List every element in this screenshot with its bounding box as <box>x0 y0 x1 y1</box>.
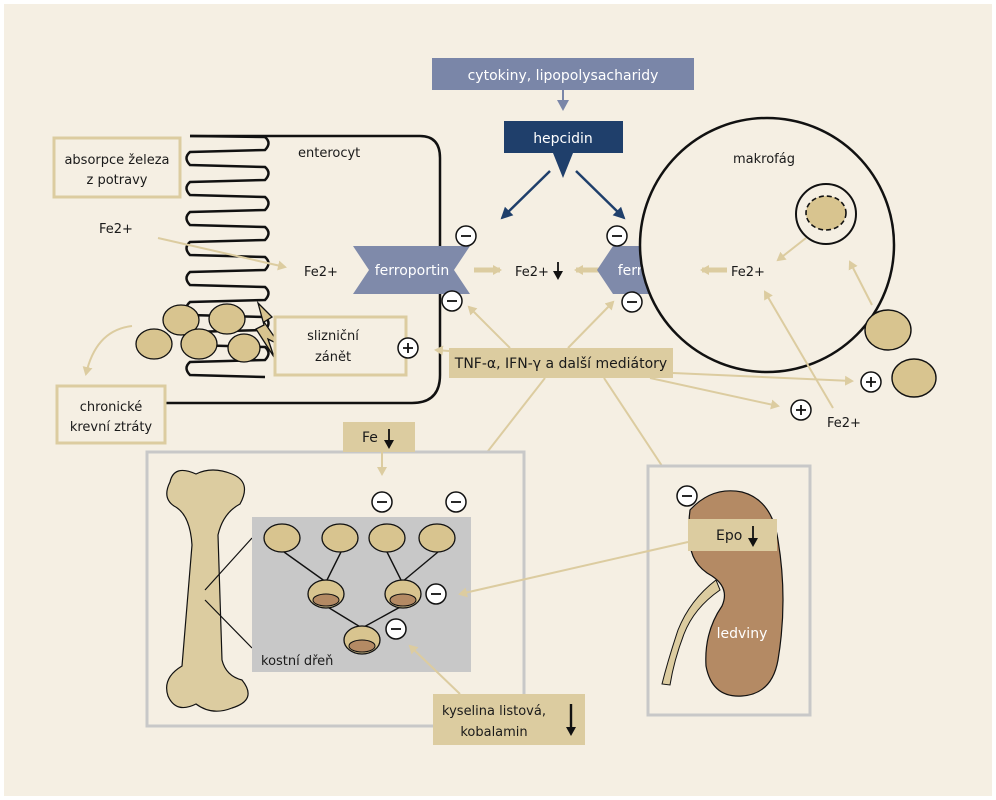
progenitor-cell <box>321 523 359 553</box>
red-cell <box>180 328 218 360</box>
phagosome-to-fe2-arrow <box>776 237 807 262</box>
bone-marrow-label: kostní dřeň <box>261 654 333 669</box>
bone-pointer-line <box>204 537 253 591</box>
precursor-cell-nucleus <box>389 593 417 607</box>
progenitor-cell <box>263 523 301 553</box>
folate-to-marrow-arrow <box>408 644 461 695</box>
mediators-label: TNF-α, IFN-γ a další mediátory <box>454 356 667 372</box>
iron-absorption-label-line1: absorpce železa <box>64 153 169 168</box>
hepcidin-label: hepcidin <box>533 131 593 147</box>
hepcidin-to-left-ferroportin-arrow <box>500 170 551 220</box>
blood-loss-arrow <box>82 325 133 376</box>
red-cell <box>135 328 173 360</box>
red-cell-engulfing-arrow <box>848 260 873 306</box>
precursor-cell-nucleus <box>312 593 340 607</box>
fe2-lower-right-label: Fe2+ <box>827 416 861 431</box>
fe-low-box <box>343 422 415 452</box>
fe-low-label: Fe <box>362 430 378 446</box>
hepcidin-to-right-ferroportin-arrow <box>575 170 626 220</box>
lineage-line <box>401 551 439 583</box>
progenitor-cell <box>418 523 456 553</box>
lightning-icon <box>255 300 281 358</box>
cytokines-box <box>432 58 694 90</box>
ureter <box>661 579 721 686</box>
kidney-label: ledviny <box>717 626 768 642</box>
enterocyte-label: enterocyt <box>298 146 360 161</box>
plus-glyph <box>866 377 876 387</box>
mucosal-inflammation-label-line2: zánět <box>315 350 351 365</box>
macrophage-label: makrofág <box>733 152 795 167</box>
epo-label: Epo <box>716 528 742 544</box>
erythropoiesis-tree <box>283 551 439 629</box>
epo-to-marrow-arrow <box>458 541 689 598</box>
fe2-center-label: Fe2+ <box>515 265 549 280</box>
lineage-line <box>386 551 403 583</box>
iron-absorption-box <box>52 136 182 199</box>
fe2-input-label: Fe2+ <box>99 222 133 237</box>
fe2-to-macrophage-arrow <box>763 290 834 409</box>
femur-bone <box>166 469 249 712</box>
hepcidin-down-arrowhead <box>553 153 573 178</box>
erythroblast-nucleus <box>348 639 376 653</box>
lineage-line <box>325 551 342 583</box>
folate-cobalamin-label-line1: kyselina listová, <box>442 704 546 719</box>
red-cell <box>227 333 261 363</box>
red-cell <box>208 303 246 335</box>
epo-box <box>688 519 777 551</box>
iron-absorption-label-line2: z potravy <box>87 173 148 188</box>
plus-glyph <box>796 405 806 415</box>
mediators-to-right-ferroportin-arrow <box>567 300 615 349</box>
folate-cobalamin-box <box>433 694 585 745</box>
ferroportin-left-shape <box>353 246 470 294</box>
chronic-blood-loss-label-line2: krevní ztráty <box>70 420 153 435</box>
mediators-to-inflammation-arrow <box>434 345 450 356</box>
lineage-line <box>361 605 403 629</box>
macrophage-cell <box>638 116 896 374</box>
mediators-to-macrophage-plus-arrow <box>672 372 854 386</box>
phagocytosed-red-cell <box>805 195 847 231</box>
cytokines-label: cytokiny, lipopolysacharidy <box>468 68 659 84</box>
fe2-into-enterocyte-arrow <box>157 237 287 271</box>
mucosal-inflammation-box <box>273 315 408 377</box>
fe2-enterocyte-label: Fe2+ <box>304 265 338 280</box>
red-cell <box>162 304 200 336</box>
bone-pointer-line <box>204 599 253 649</box>
progenitor-cell <box>368 523 406 553</box>
fe2-macrophage-label: Fe2+ <box>731 265 765 280</box>
mediators-to-left-ferroportin-arrow <box>467 305 511 349</box>
mediators-to-kidney-arrow <box>603 377 672 480</box>
lineage-line <box>283 551 327 583</box>
hepcidin-box <box>504 121 623 153</box>
plus-sign-inflammation-glyph <box>403 343 413 353</box>
mucosal-inflammation-label-line1: slizniční <box>307 329 359 344</box>
mediators-to-fe2-plus-arrow <box>649 377 780 410</box>
chronic-blood-loss-box <box>55 384 167 445</box>
red-cell-lower-right <box>891 358 937 398</box>
lineage-line <box>325 605 363 629</box>
ferroportin-left-label: ferroportin <box>375 263 450 279</box>
chronic-blood-loss-label-line1: chronické <box>80 400 142 415</box>
folate-cobalamin-label-line2: kobalamin <box>460 725 527 740</box>
mediators-box <box>449 348 673 378</box>
red-cell-entering-macrophage <box>864 309 912 351</box>
